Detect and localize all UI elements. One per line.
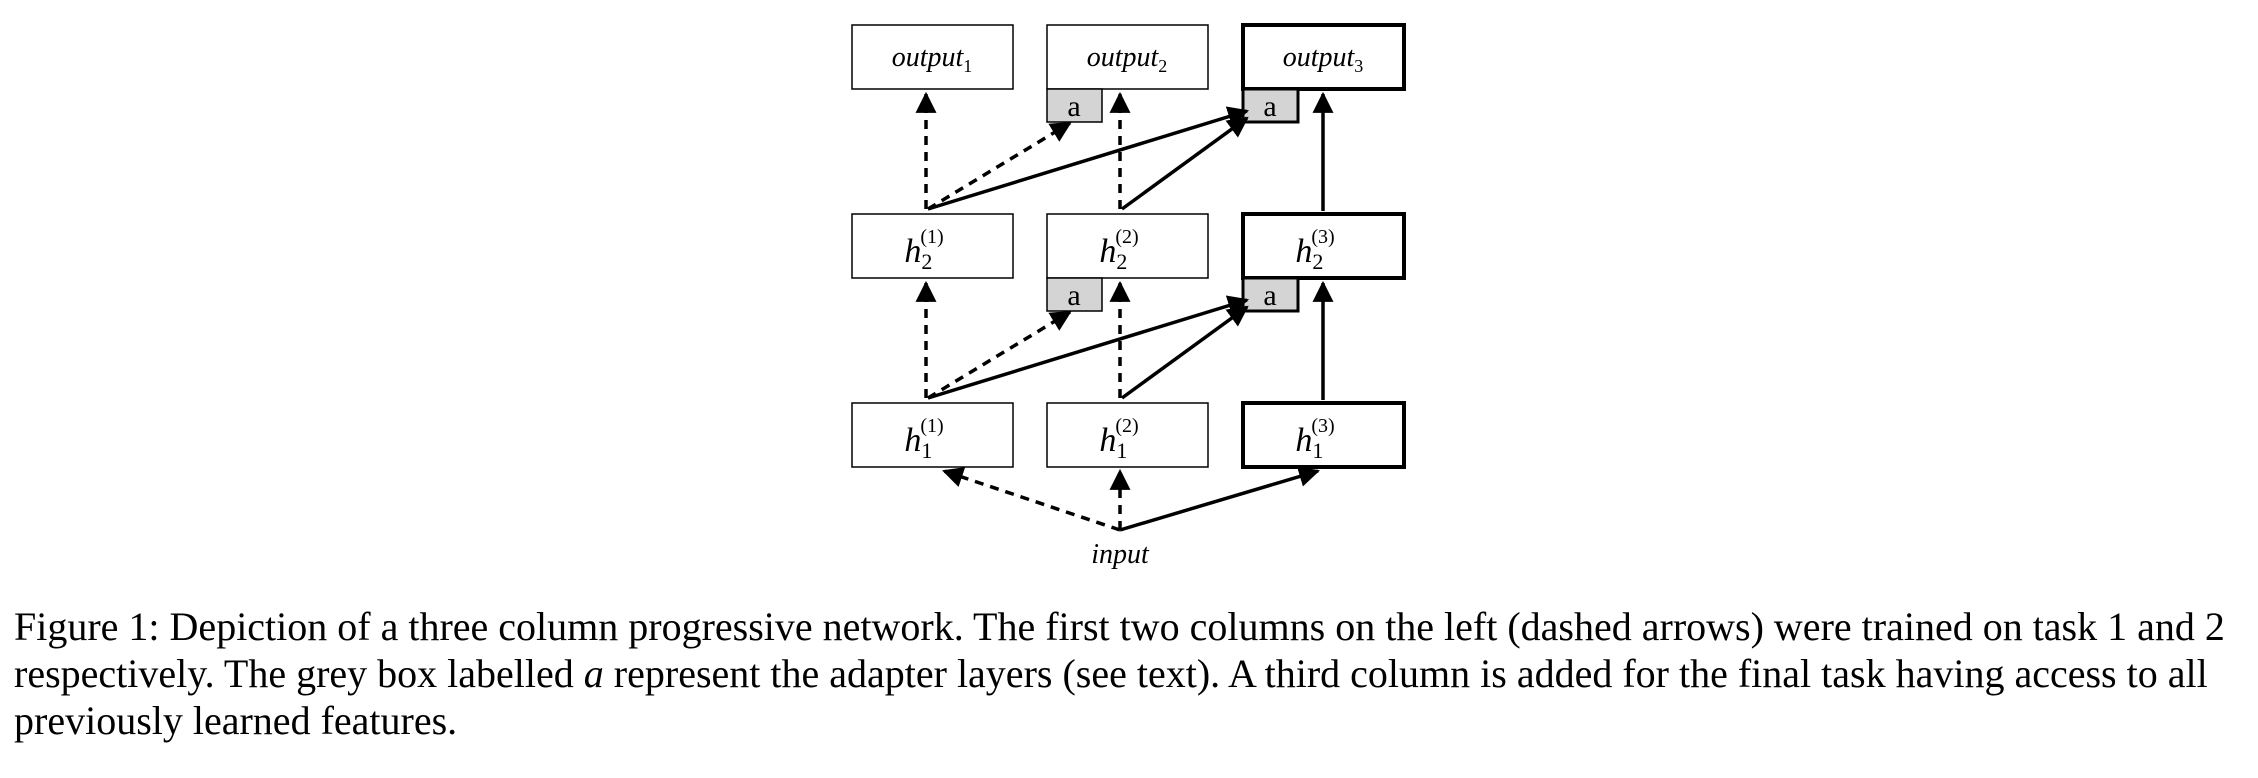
output3-label: output3: [1283, 42, 1364, 76]
h1-3-box: [1241, 401, 1406, 469]
arrow-h2-1-to-adapter-output3: [927, 106, 1250, 211]
caption-suffix: represent the adapter layers (see text).…: [14, 651, 2208, 743]
output1-label: output1: [892, 42, 973, 76]
adapter-box-output2: [1046, 88, 1103, 123]
output1-box: [851, 24, 1014, 90]
adapter-label-output3: a: [1263, 90, 1276, 123]
progressive-network-diagram: output1 h2(1) h1(1) output2 a h2(2) a h1…: [851, 23, 1406, 570]
h1-2-box: [1046, 402, 1209, 468]
h1-2-label: h1(2): [1099, 415, 1138, 463]
h1-1-label: h1(1): [904, 415, 943, 463]
arrow-h1-1-to-adapter-h2-3: [927, 295, 1250, 400]
adapter-label-h2-2: a: [1067, 279, 1080, 312]
arrow-h1-2-to-adapter-h2-3: [1120, 305, 1249, 400]
dashed-arrows: [915, 91, 1131, 532]
h2-2-box: [1046, 213, 1209, 279]
output3-box: [1241, 23, 1406, 91]
adapter-box-h2-3: [1241, 276, 1300, 313]
h2-3-box: [1241, 212, 1406, 280]
adapter-label-output2: a: [1067, 90, 1080, 123]
h2-3-label: h2(3): [1295, 226, 1334, 274]
solid-arrows: [927, 91, 1334, 532]
input-label: input: [1091, 539, 1150, 570]
arrow-input-to-h1-1: [942, 467, 1121, 532]
column-3: output3 a h2(3) a h1(3): [1241, 23, 1406, 469]
column-2: output2 a h2(2) a h1(2): [1046, 24, 1209, 468]
caption-prefix: Figure 1: Depiction of a three column pr…: [14, 604, 2225, 696]
arrow-h1-1-to-adapter-h2-2: [927, 310, 1072, 400]
h2-2-label: h2(2): [1099, 226, 1138, 274]
h1-3-label: h1(3): [1295, 415, 1334, 463]
output2-box: [1046, 24, 1209, 90]
h2-1-box: [851, 213, 1014, 279]
h2-1-label: h2(1): [904, 226, 943, 274]
adapter-box-h2-2: [1046, 277, 1103, 312]
caption-math-symbol: a: [583, 651, 604, 696]
adapter-box-output3: [1241, 87, 1300, 124]
arrow-h2-1-to-adapter-output2: [927, 121, 1072, 211]
arrow-input-to-h1-3: [1119, 466, 1321, 532]
h1-1-box: [851, 402, 1014, 468]
arrow-h2-2-to-adapter-output3: [1120, 116, 1249, 211]
adapter-label-h2-3: a: [1263, 279, 1276, 312]
figure-caption: Figure 1: Depiction of a three column pr…: [14, 603, 2249, 744]
output2-label: output2: [1087, 42, 1168, 76]
column-1: output1 h2(1) h1(1): [851, 24, 1014, 468]
